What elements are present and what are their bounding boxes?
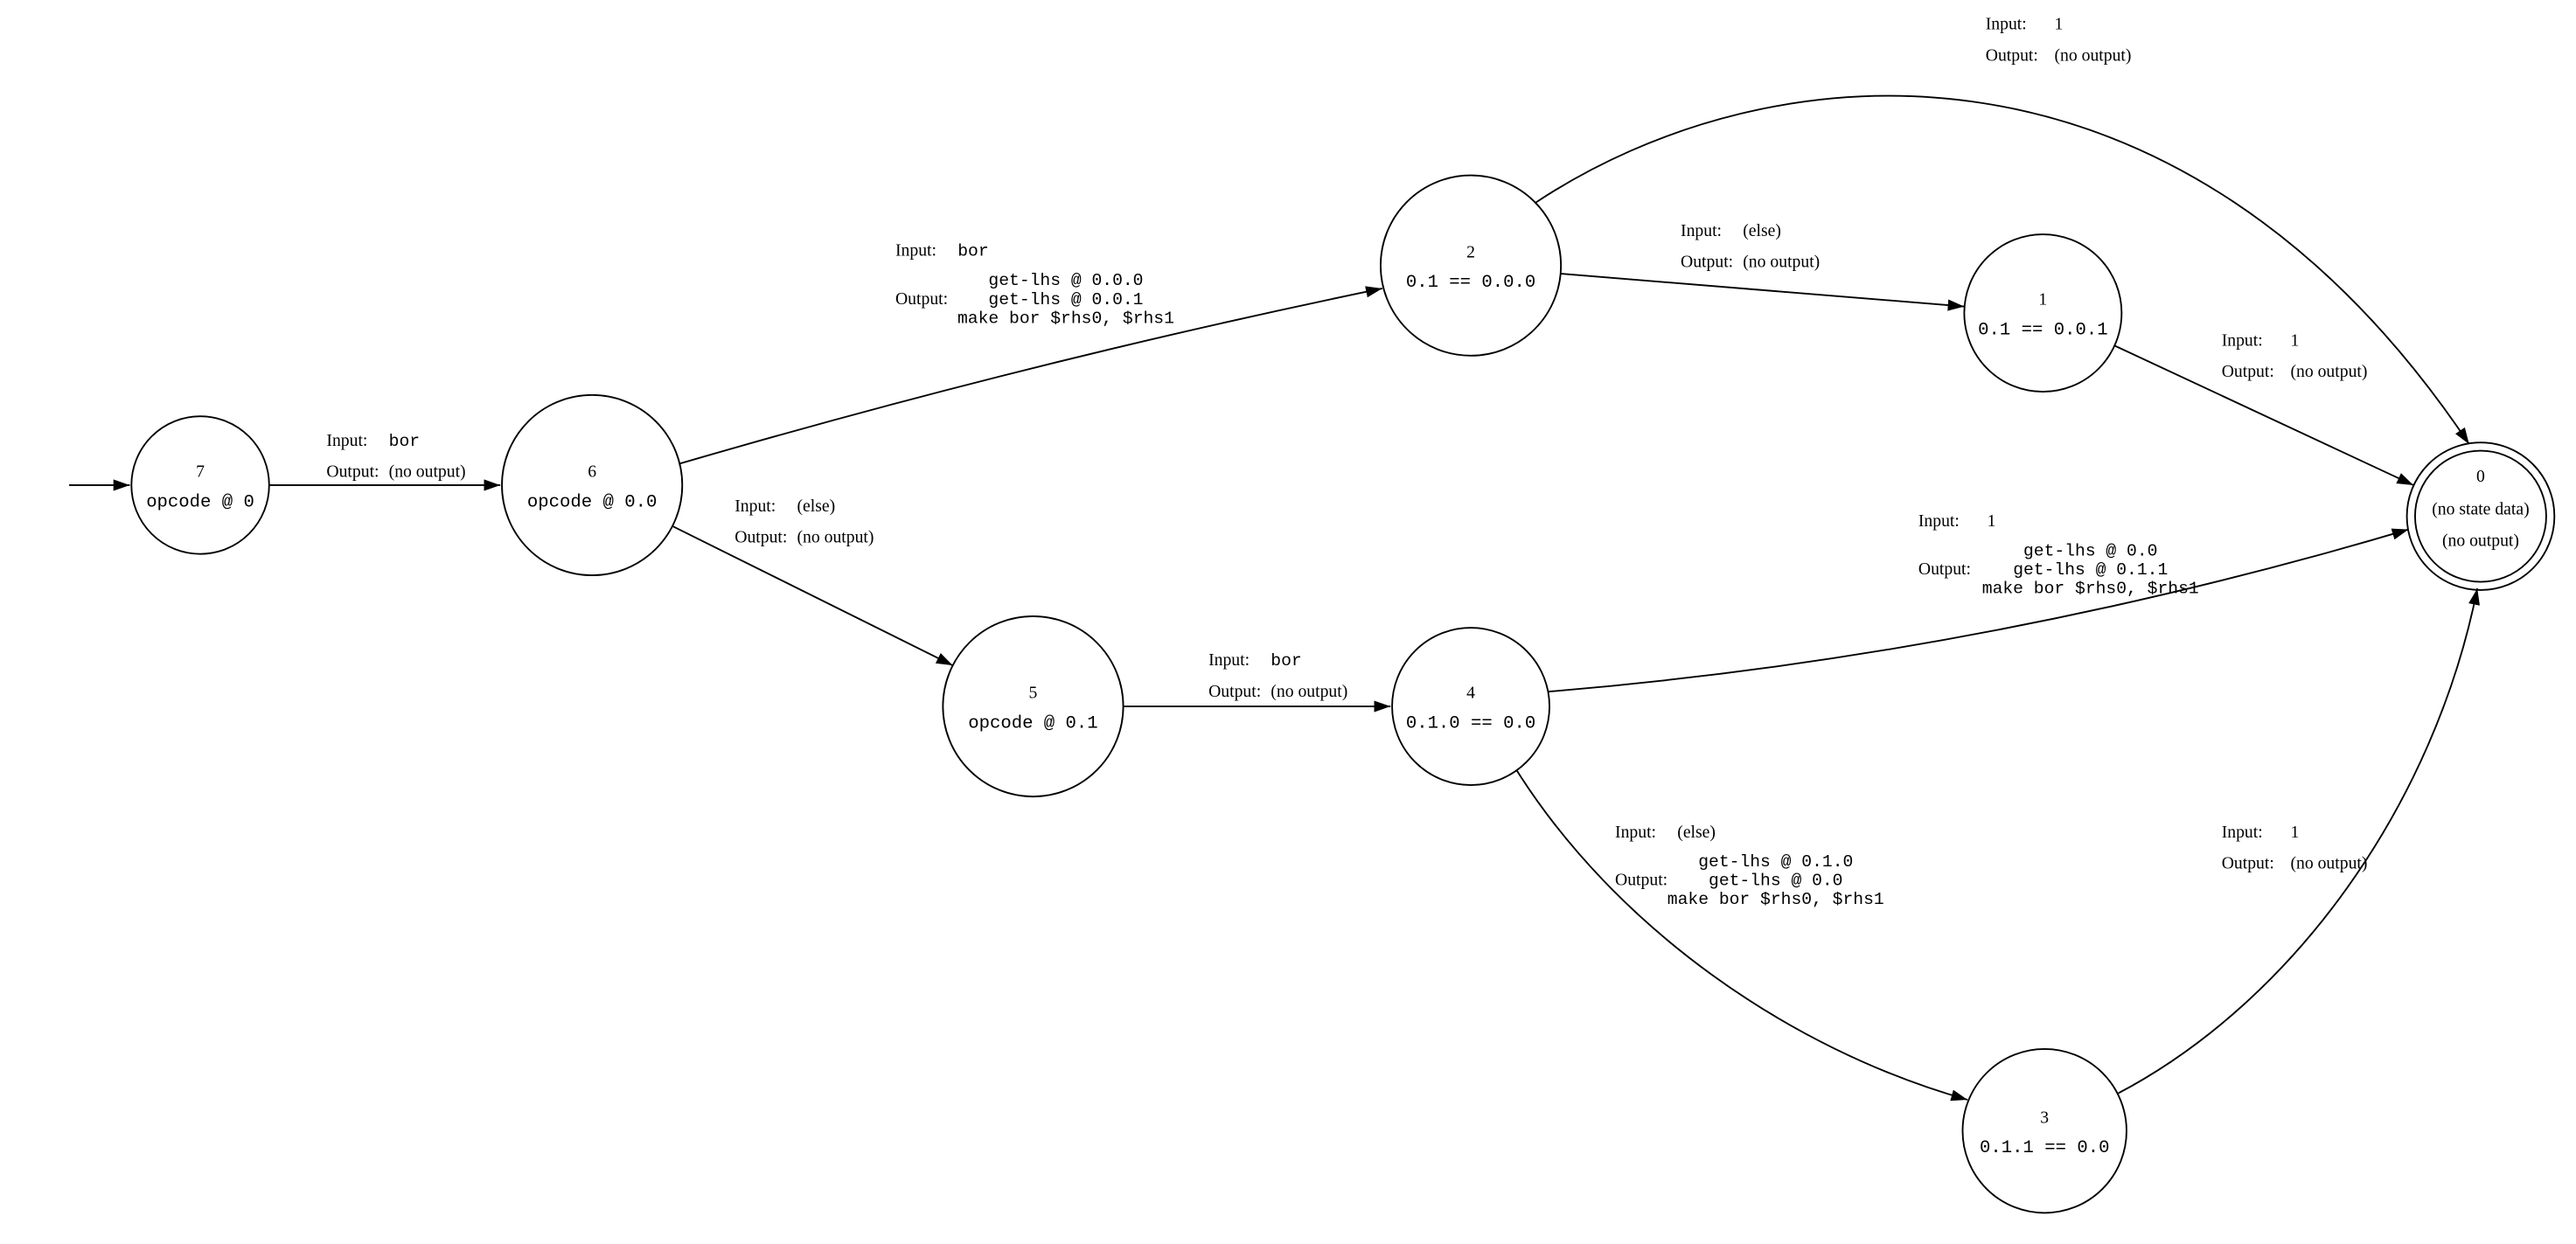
edge-2-0 <box>1534 94 2470 445</box>
output-label: Output: <box>1986 45 2038 65</box>
output-value: (no output) <box>2054 45 2131 65</box>
state-circle <box>942 615 1124 798</box>
edge-1-0 <box>2114 344 2414 486</box>
state-label-line2: (no output) <box>2442 531 2519 550</box>
state-5: 5 opcode @ 0.1 <box>942 615 1124 798</box>
state-1: 1 0.1 == 0.0.1 <box>1963 233 2123 393</box>
input-label: Input: <box>1918 511 1960 531</box>
output-value: (no output) <box>2290 362 2367 381</box>
input-value: (else) <box>1743 221 1781 240</box>
state-inner-circle <box>2414 449 2547 583</box>
input-value: bor <box>1271 651 1301 671</box>
input-label: Input: <box>1208 650 1250 670</box>
input-label: Input: <box>1681 221 1722 240</box>
output-value: (no output) <box>1743 253 1820 272</box>
edge-6-5 <box>672 525 954 667</box>
input-value: 1 <box>1988 511 1996 531</box>
state-label: 0.1.0 == 0.0 <box>1406 713 1535 733</box>
output-label: Output: <box>2222 854 2274 873</box>
state-number: 6 <box>588 462 596 482</box>
output-line-1: get-lhs @ 0.0.0 <box>988 271 1143 290</box>
state-label: 0.1.1 == 0.0 <box>1980 1138 2109 1158</box>
input-label: Input: <box>895 240 936 260</box>
state-circle <box>1391 627 1550 786</box>
edge-4-3-label: Input: (else) get-lhs @ 0.1.0 Output: ge… <box>1615 823 1884 909</box>
state-label: 0.1 == 0.0.1 <box>1978 320 2107 340</box>
state-number: 0 <box>2476 467 2485 486</box>
state-number: 1 <box>2038 290 2047 309</box>
edge-2-0-label: Input: 1 Output: (no output) <box>1986 15 2132 66</box>
state-circle <box>501 393 684 577</box>
output-value: (no output) <box>1271 682 1347 701</box>
state-label: opcode @ 0.1 <box>968 713 1097 733</box>
output-line-3: make bor $rhs0, $rhs1 <box>1982 580 2199 599</box>
state-circle <box>1961 1047 2127 1214</box>
input-value: bor <box>957 241 988 261</box>
input-label: Input: <box>2222 331 2263 351</box>
state-number: 5 <box>1029 684 1038 703</box>
state-circle <box>1963 233 2123 393</box>
state-label: opcode @ 0.0 <box>527 492 657 512</box>
output-line-1: get-lhs @ 0.1.0 <box>1698 852 1853 872</box>
state-label: 0.1 == 0.0.0 <box>1406 273 1535 293</box>
state-number: 4 <box>1466 684 1475 703</box>
output-value: (no output) <box>797 528 874 547</box>
input-value: 1 <box>2054 15 2063 34</box>
input-value: bor <box>389 432 420 451</box>
state-number: 7 <box>196 462 205 482</box>
output-label: Output: <box>735 528 787 547</box>
edge-3-0-label: Input: 1 Output: (no output) <box>2222 823 2368 873</box>
input-label: Input: <box>735 497 776 516</box>
state-3: 3 0.1.1 == 0.0 <box>1961 1047 2127 1214</box>
output-label: Output: <box>1615 870 1667 889</box>
output-line-2: get-lhs @ 0.0.1 <box>988 290 1143 309</box>
edge-2-1-label: Input: (else) Output: (no output) <box>1681 221 1820 272</box>
output-label: Output: <box>1918 559 1971 579</box>
edge-4-0-label: Input: 1 get-lhs @ 0.0 Output: get-lhs @… <box>1918 511 2199 599</box>
input-value: 1 <box>2290 331 2299 351</box>
edge-6-2 <box>679 286 1382 465</box>
state-label-line1: (no state data) <box>2432 500 2529 519</box>
input-label: Input: <box>1615 823 1656 842</box>
state-6: 6 opcode @ 0.0 <box>501 393 684 577</box>
edge-4-3 <box>1515 769 1968 1102</box>
edge-2-1 <box>1561 273 1965 311</box>
output-line-2: get-lhs @ 0.1.1 <box>2013 560 2168 580</box>
output-label: Output: <box>2222 362 2274 381</box>
output-line-3: make bor $rhs0, $rhs1 <box>1667 890 1884 909</box>
input-label: Input: <box>326 431 367 450</box>
output-value: (no output) <box>2290 854 2367 873</box>
edge-4-0 <box>1548 528 2409 693</box>
output-line-2: get-lhs @ 0.0 <box>1709 871 1842 890</box>
output-label: Output: <box>895 289 948 309</box>
input-value: (else) <box>1677 823 1716 842</box>
edge-1-0-label: Input: 1 Output: (no output) <box>2222 331 2368 382</box>
edge-5-4-label: Input: bor Output: (no output) <box>1208 650 1347 701</box>
edge-6-2-label: Input: bor get-lhs @ 0.0.0 Output: get-l… <box>895 240 1174 328</box>
input-label: Input: <box>1986 15 2027 34</box>
state-2: 2 0.1 == 0.0.0 <box>1379 174 1563 357</box>
output-value: (no output) <box>389 462 466 482</box>
output-line-3: make bor $rhs0, $rhs1 <box>957 309 1174 328</box>
state-number: 3 <box>2040 1108 2049 1127</box>
output-label: Output: <box>326 462 379 482</box>
state-label: opcode @ 0 <box>146 492 254 512</box>
input-label: Input: <box>2222 823 2263 842</box>
state-circle <box>130 415 270 555</box>
state-7: 7 opcode @ 0 <box>130 415 270 555</box>
edge-6-5-label: Input: (else) Output: (no output) <box>735 497 874 547</box>
output-line-1: get-lhs @ 0.0 <box>2023 542 2157 561</box>
input-value: (else) <box>797 497 835 516</box>
state-circle <box>1379 174 1563 357</box>
edge-3-0 <box>2118 587 2480 1095</box>
input-value: 1 <box>2290 823 2299 842</box>
output-label: Output: <box>1681 253 1733 272</box>
state-4: 4 0.1.0 == 0.0 <box>1391 627 1550 786</box>
state-0-accepting: 0 (no state data) (no output) <box>2405 441 2556 591</box>
state-number: 2 <box>1466 242 1475 261</box>
edge-7-6-label: Input: bor Output: (no output) <box>326 431 465 482</box>
output-label: Output: <box>1208 682 1261 701</box>
